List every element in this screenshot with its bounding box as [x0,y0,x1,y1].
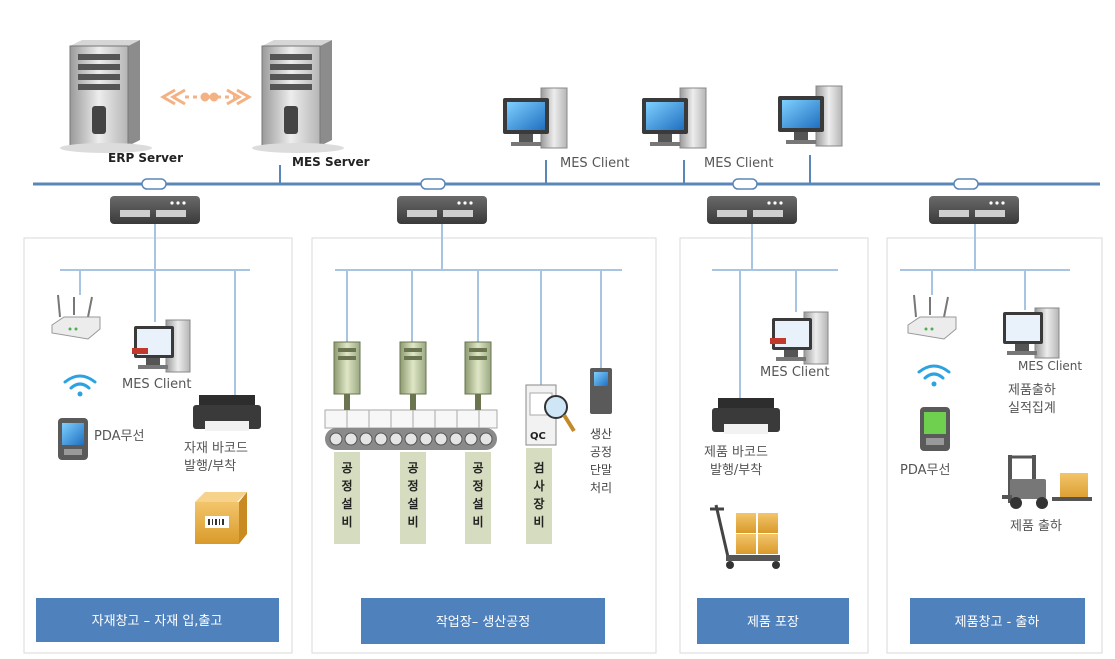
network-taps [141,178,979,190]
station-label-column [400,452,426,544]
zone-title-material-warehouse[interactable]: 자재창고 – 자재 입,출고 [36,598,279,642]
production-terminal-icon [590,368,612,414]
zone-bus-lines [60,224,1070,398]
barcode-printer-icon [193,395,261,431]
qc-label: QC [530,431,546,442]
server-sync-arrows-icon [160,88,252,106]
zone4-summary-line1: 제품출하 [1008,383,1056,398]
erp-server-icon [60,40,152,153]
zone3-printer-label-line1: 제품 바코드 [704,445,768,460]
zone4-client-label: MES Client [1018,359,1082,373]
zone-title-text: 제품창고 - 출하 [955,615,1040,630]
pallet-jack-icon [710,504,780,569]
client-pc-icon [778,85,843,147]
package-box-icon [195,492,247,544]
pda-label: PDA무선 [900,463,950,478]
client-pc-icon [770,311,829,365]
station1-char: 정 [341,478,352,493]
zone-title-workshop[interactable]: 작업장– 생산공정 [361,598,605,644]
client-pc-icon [503,87,568,149]
erp-server-label: ERP Server [108,151,183,165]
zone4-forklift-label: 제품 출하 [1010,519,1062,534]
network-client-label: MES Client [704,156,773,171]
station-label-column [526,448,552,544]
zone-title-packaging[interactable]: 제품 포장 [697,598,849,644]
zone1-printer-label-line2: 발행/부착 [184,458,236,474]
process-machine-icon [464,341,492,410]
network-client-label: MES Client [560,156,629,171]
zone-panel-product-warehouse [886,237,1103,654]
terminal-label-line: 처리 [590,481,612,495]
terminal-label-line: 공정 [590,445,612,459]
process-machine-icon [399,341,427,410]
zone-title-text: 제품 포장 [747,615,799,630]
client-pc-icon [642,87,707,149]
station2-char: 비 [407,514,418,529]
station-label-column [465,452,491,544]
station2-char: 공 [407,461,418,475]
station3-char: 비 [472,514,483,529]
zone1-printer-label-line1: 자재 바코드 [184,441,248,456]
station3-char: 정 [472,478,483,493]
zone-title-text: 자재창고 – 자재 입,출고 [92,614,223,629]
client-pc-icon [132,319,191,373]
zone1-client-label: MES Client [122,377,191,392]
station1-char: 비 [341,514,352,529]
conveyor-icon [324,409,498,450]
inspection-char: 검 [533,460,544,475]
inspection-char: 사 [533,478,544,493]
client-pc-icon [1003,307,1060,359]
mes-server-icon [252,40,344,153]
station2-char: 정 [407,478,418,493]
zone4-summary-line2: 실적집계 [1008,401,1056,416]
station1-char: 설 [341,496,352,511]
wifi-router-icon [907,294,957,340]
station3-char: 공 [472,461,483,475]
qc-inspection-icon: QC [525,384,576,446]
pda-label: PDA무선 [94,429,144,444]
station2-char: 설 [407,496,418,511]
station3-char: 설 [472,496,483,511]
inspection-char: 장 [533,497,544,511]
inspection-char: 비 [533,514,544,529]
mes-server-label: MES Server [292,155,370,169]
zone-title-product-warehouse[interactable]: 제품창고 - 출하 [910,598,1085,644]
station-label-column [334,452,360,544]
network-switches [110,196,1019,224]
wifi-router-icon [51,294,101,340]
pda-icon [58,418,88,460]
terminal-label-line: 생산 [590,427,612,441]
wifi-icon [917,364,951,387]
terminal-label-line: 단말 [590,463,612,477]
pda-icon [920,407,950,451]
process-machine-icon [333,341,361,410]
zone3-printer-label-line2: 발행/부착 [710,462,762,478]
station1-char: 공 [341,461,352,475]
forklift-icon [1002,455,1092,509]
zone-panel-packaging [679,237,869,654]
barcode-printer-icon [712,398,780,434]
wifi-icon [63,374,97,397]
zone3-client-label: MES Client [760,365,829,380]
zone-title-text: 작업장– 생산공정 [436,615,530,630]
